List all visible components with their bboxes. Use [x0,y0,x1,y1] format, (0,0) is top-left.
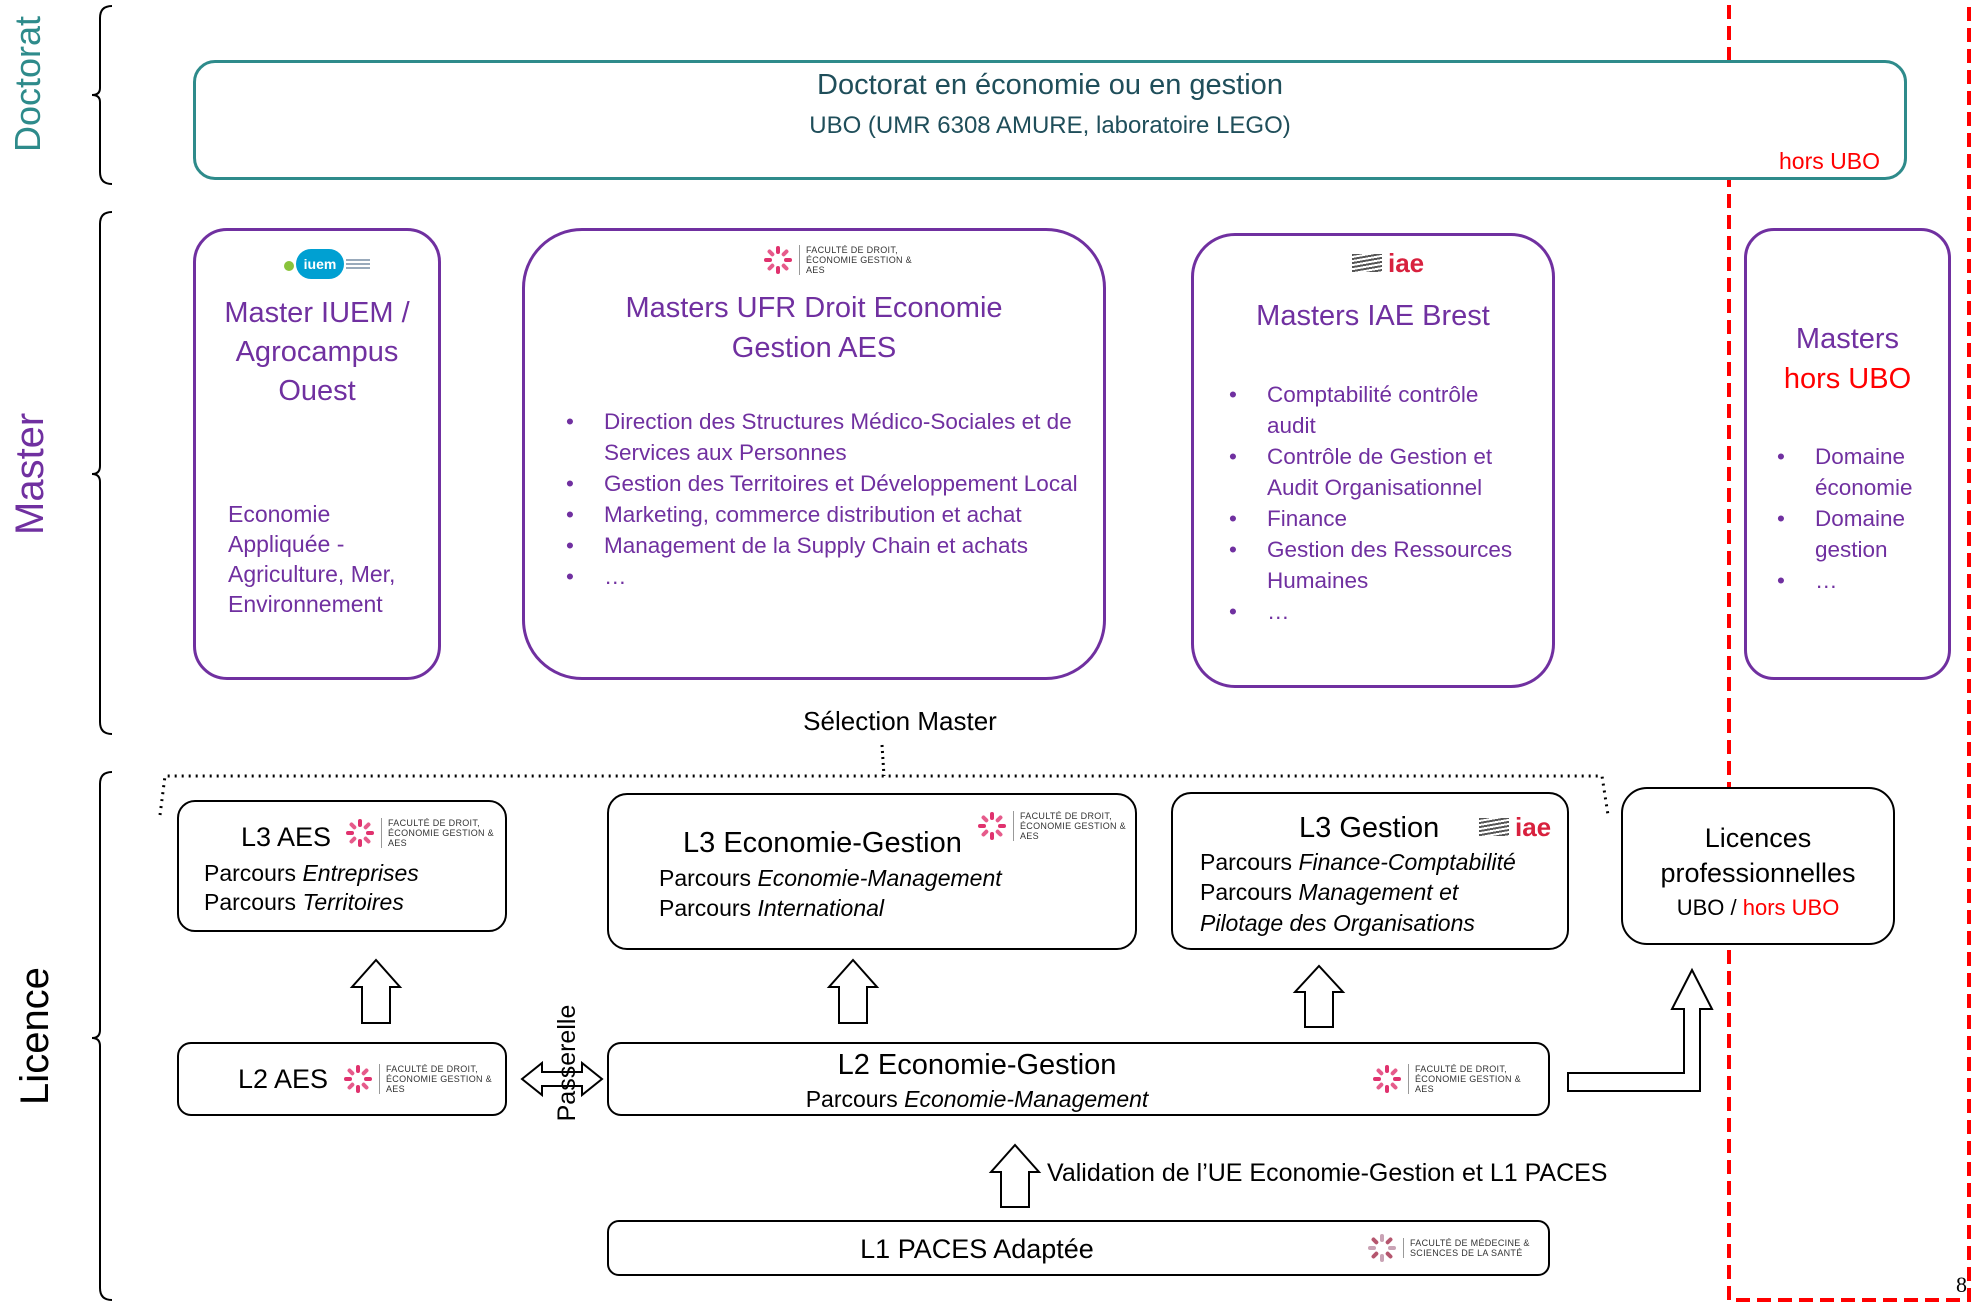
licences-pro-line2: professionnelles [1660,858,1856,888]
l2-eco-parcours: Parcours Economie-Management [805,1086,1149,1112]
l3-eco-box: L3 Economie-Gestion FACULTÉ DE DROIT, ÉC… [607,793,1137,950]
list-item: … [1229,596,1532,627]
doctorat-box: Doctorat en économie ou en gestion UBO (… [193,60,1907,180]
ufr-logo: FACULTÉ DE DROIT, ÉCONOMIE GESTION & AES [763,245,916,275]
faculty-star-icon [1372,1064,1402,1094]
side-label-doctorat: Doctorat [7,15,48,152]
l3-gestion-logo: iae [1479,814,1551,840]
bracket-doctorat [91,5,113,185]
l3-aes-title: L3 AES [241,822,332,852]
master-iuem-text: Economie Appliquée - Agriculture, Mer, E… [228,501,396,617]
bracket-licence [91,771,113,1301]
arrow-l1-l2eco [988,1143,1042,1208]
faculty-star-icon [763,245,793,275]
list-item: Direction des Structures Médico-Sociales… [566,406,1083,468]
l2-eco-title: L2 Economie-Gestion [837,1049,1117,1081]
faculty-star-icon [343,1064,373,1094]
l3-eco-parcours-1: Parcours Economie-Management [659,865,1002,891]
doctorat-title: Doctorat en économie ou en gestion [817,69,1283,101]
l3-aes-parcours-1: Parcours Entreprises [204,860,419,886]
master-iae-title: Masters IAE Brest [1256,300,1490,332]
selection-master-label: Sélection Master [803,706,997,736]
master-hors-title-1: Masters [1795,323,1900,355]
l2-aes-logo: FACULTÉ DE DROIT, ÉCONOMIE GESTION & AES [343,1064,496,1094]
master-hors-box: Masters hors UBO Domaine économie Domain… [1744,228,1951,680]
arrow-l2eco-l3eco [826,958,880,1024]
side-label-master: Master [8,412,52,535]
page-number: 8 [1956,1272,1967,1297]
list-item: Finance [1229,503,1532,534]
passerelle-label: Passerelle [553,1004,581,1122]
l3-aes-parcours-2: Parcours Territoires [204,889,404,915]
master-ufr-box: FACULTÉ DE DROIT, ÉCONOMIE GESTION & AES… [522,228,1106,680]
l2-eco-box: L2 Economie-Gestion Parcours Economie-Ma… [607,1042,1550,1116]
list-item: Domaine gestion [1777,503,1940,565]
iuem-logo: iuem [284,247,374,281]
list-item: … [566,561,1083,592]
arrow-l2eco-licpro [1567,967,1714,1092]
master-iuem-title: Master IUEM / Agrocampus Ouest [224,297,410,407]
list-item: Domaine économie [1777,441,1940,503]
list-item: Comptabilité contrôle audit [1229,379,1532,441]
hors-ubo-region [1727,0,1971,1302]
arrow-passerelle [520,1060,604,1098]
master-iae-box: iae Masters IAE Brest Comptabilité contr… [1191,233,1555,688]
faculty-star-icon [977,811,1007,841]
l3-gestion-title: L3 Gestion [1299,812,1440,844]
master-ufr-list: Direction des Structures Médico-Sociales… [566,406,1083,592]
list-item: Gestion des Ressources Humaines [1229,534,1532,596]
bracket-master [91,211,113,735]
l1-paces-title: L1 PACES Adaptée [860,1234,1094,1264]
licences-pro-line3: UBO / hors UBO [1676,895,1840,920]
master-iuem-box: iuem Master IUEM / Agrocampus Ouest Econ… [193,228,441,680]
l1-paces-box: L1 PACES Adaptée FACULTÉ DE MÉDECINE & S… [607,1220,1550,1276]
licences-pro-line1: Licences [1704,823,1812,853]
master-ufr-title: Masters UFR Droit Economie Gestion AES [625,292,1003,364]
l2-eco-logo: FACULTÉ DE DROIT, ÉCONOMIE GESTION & AES [1372,1064,1525,1094]
l2-aes-title: L2 AES [238,1064,329,1094]
doctorat-subtitle: UBO (UMR 6308 AMURE, laboratoire LEGO) [809,112,1291,139]
master-iae-list: Comptabilité contrôle audit Contrôle de … [1229,379,1532,627]
l3-gestion-parcours-1: Parcours Finance-Comptabilité [1200,849,1516,875]
arrow-l2aes-l3aes [349,958,403,1024]
l2-aes-box: L2 AES FACULTÉ DE DROIT, ÉCONOMIE GESTIO… [177,1042,507,1116]
iae-logo: iae [1352,250,1424,276]
l3-eco-logo: FACULTÉ DE DROIT, ÉCONOMIE GESTION & AES [977,811,1130,841]
side-label-licence: Licence [13,967,57,1105]
l3-eco-parcours-2: Parcours International [659,895,885,921]
list-item: Marketing, commerce distribution et acha… [566,499,1083,530]
licences-pro-box: Licences professionnelles UBO / hors UBO [1621,787,1895,945]
list-item: Gestion des Territoires et Développement… [566,468,1083,499]
selection-dotted-tick [880,744,886,777]
l3-eco-title: L3 Economie-Gestion [683,827,962,859]
iae-mark-icon [1352,254,1382,272]
list-item: Contrôle de Gestion et Audit Organisatio… [1229,441,1532,503]
faculty-star-icon [345,818,375,848]
master-hors-list: Domaine économie Domaine gestion … [1777,441,1940,596]
list-item: … [1777,565,1940,596]
l1-paces-logo: FACULTÉ DE MÉDECINE & SCIENCES DE LA SAN… [1367,1233,1530,1263]
l3-aes-logo: FACULTÉ DE DROIT, ÉCONOMIE GESTION & AES [345,818,498,848]
doctorat-hors-ubo: hors UBO [1779,148,1880,174]
faculty-star-icon [1367,1233,1397,1263]
list-item: Management de la Supply Chain et achats [566,530,1083,561]
l3-gestion-parcours-3: Pilotage des Organisations [1200,910,1475,936]
l3-gestion-parcours-2: Parcours Management et [1200,879,1459,905]
arrow-l2eco-l3gestion [1292,964,1346,1028]
iae-mark-icon [1479,818,1509,836]
l3-gestion-box: L3 Gestion iae Parcours Finance-Comptabi… [1171,792,1569,950]
validation-label: Validation de l’UE Economie-Gestion et L… [1047,1159,1608,1187]
l3-aes-box: L3 AES FACULTÉ DE DROIT, ÉCONOMIE GESTIO… [177,800,507,932]
master-hors-title-2: hors UBO [1783,363,1912,395]
